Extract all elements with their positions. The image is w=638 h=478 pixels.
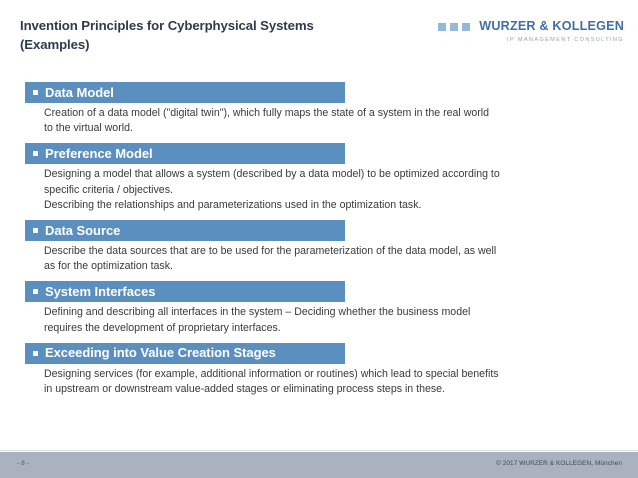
section-body: Describe the data sources that are to be… (44, 244, 610, 274)
section-header-bar: Preference Model (25, 143, 345, 165)
section-exceeding-value-creation: Exceeding into Value Creation Stages Des… (0, 342, 638, 397)
section-header-bar: Data Model (25, 82, 345, 103)
body-line: Describe the data sources that are to be… (44, 245, 497, 258)
body-line: to the virtual world. (44, 122, 133, 135)
section-heading: System Interfaces (45, 283, 156, 299)
section-heading: Data Source (45, 222, 121, 238)
section-body: Defining and describing all interfaces i… (44, 305, 610, 335)
body-line: Creation of a data model ("digital twin"… (44, 107, 490, 119)
page-number: - 8 - (17, 460, 30, 467)
slide-footer: - 8 - © 2017 WURZER & KOLLEGEN, München (0, 452, 638, 478)
page-title: Invention Principles for Cyberphysical S… (20, 17, 400, 54)
copyright-notice: © 2017 WURZER & KOLLEGEN, München (496, 460, 622, 467)
body-line: Designing services (for example, additio… (44, 367, 499, 380)
logo-tagline: IP MANAGEMENT CONSULTING (507, 37, 624, 43)
page-title-line-2: (Examples) (20, 36, 90, 52)
section-system-interfaces: System Interfaces Defining and describin… (0, 281, 638, 335)
body-line: in upstream or downstream value-added st… (44, 383, 446, 396)
square-bullet-icon (33, 228, 38, 234)
section-heading: Preference Model (45, 145, 153, 161)
section-header-bar: Exceeding into Value Creation Stages (25, 342, 345, 364)
logo-square-2-icon (450, 23, 459, 31)
body-line: Defining and describing all interfaces i… (44, 306, 471, 319)
section-body: Designing services (for example, additio… (44, 367, 610, 397)
content-sections: Data Model Creation of a data model ("di… (0, 82, 638, 404)
section-data-source: Data Source Describe the data sources th… (0, 220, 638, 274)
section-heading: Data Model (45, 84, 114, 100)
section-body: Designing a model that allows a system (… (44, 167, 610, 213)
body-line: as for the optimization task. (44, 260, 173, 273)
slide-header: Invention Principles for Cyberphysical S… (0, 0, 638, 70)
section-body: Creation of a data model ("digital twin"… (44, 106, 610, 136)
footer-divider (0, 450, 638, 451)
square-bullet-icon (33, 350, 38, 356)
body-line: specific criteria / objectives. (44, 183, 173, 196)
square-bullet-icon (33, 151, 38, 157)
body-line: Describing the relationships and paramet… (44, 198, 422, 211)
section-data-model: Data Model Creation of a data model ("di… (0, 82, 638, 136)
section-preference-model: Preference Model Designing a model that … (0, 143, 638, 213)
body-line: Designing a model that allows a system (… (44, 168, 500, 181)
logo-company-name: WURZER & KOLLEGEN (479, 19, 624, 33)
square-bullet-icon (33, 289, 38, 295)
section-header-bar: System Interfaces (25, 281, 345, 303)
body-line: requires the development of proprietary … (44, 321, 281, 334)
page-title-line-1: Invention Principles for Cyberphysical S… (20, 18, 314, 33)
company-logo: WURZER & KOLLEGEN IP MANAGEMENT CONSULTI… (438, 20, 624, 46)
logo-square-1-icon (438, 23, 447, 31)
logo-text: WURZER & KOLLEGEN IP MANAGEMENT CONSULTI… (479, 20, 624, 46)
section-header-bar: Data Source (25, 220, 345, 242)
section-heading: Exceeding into Value Creation Stages (45, 345, 276, 361)
square-bullet-icon (33, 90, 38, 95)
logo-square-3-icon (462, 23, 471, 31)
logo-squares-icon (438, 20, 471, 31)
